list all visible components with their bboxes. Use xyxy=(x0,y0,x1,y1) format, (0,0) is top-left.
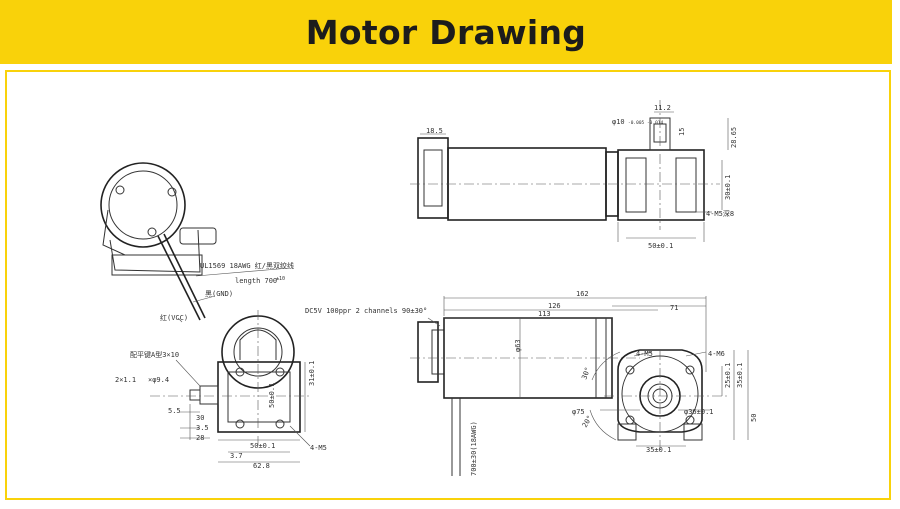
page-title: Motor Drawing xyxy=(305,12,587,52)
main-body: 126 xyxy=(548,302,561,310)
side-5-5: 5.5 xyxy=(168,407,181,415)
top-height: 28.65 xyxy=(730,127,738,148)
front-h1: 25±0.1 xyxy=(724,363,732,388)
wire-spec-label: UL1569 18AWG 红/黑双绞线 xyxy=(200,261,294,270)
side-3-7: 3.7 xyxy=(230,452,243,460)
top-shaft-dia: φ10 xyxy=(612,118,625,126)
end-view-wired xyxy=(100,162,291,323)
top-left-width: 18.5 xyxy=(426,127,443,135)
top-key: 15 xyxy=(678,128,686,136)
front-hub: φ36±0.1 xyxy=(684,408,714,416)
top-gear-height: 30±0.1 xyxy=(724,175,732,200)
side-3-5: 3.5 xyxy=(196,424,209,432)
motor-top-view xyxy=(410,100,729,242)
encoder-spec-label: DC5V 100ppr 2 channels 90±30° xyxy=(305,307,427,315)
main-gear: 71 xyxy=(670,304,678,312)
top-shaft-width: 11.2 xyxy=(654,104,671,112)
side-w62: 62.8 xyxy=(253,462,270,470)
key-dim-label: 2×1.1 xyxy=(115,376,136,384)
title-banner: Motor Drawing xyxy=(0,0,892,64)
front-pcd: φ75 xyxy=(572,408,585,416)
wire-black-label: 黑(GND) xyxy=(205,290,233,298)
front-m5: 4-M5 xyxy=(636,350,653,358)
side-30: 30 xyxy=(196,414,204,422)
top-shaft-tol: -0.005 -0.014 xyxy=(628,120,664,126)
side-h2: 31±0.1 xyxy=(308,361,316,386)
motor-front-view xyxy=(589,349,749,450)
side-28: 28 xyxy=(196,434,204,442)
side-m5: 4-M5 xyxy=(310,444,327,452)
side-w50: 50±0.1 xyxy=(250,442,275,450)
top-gear-width: 50±0.1 xyxy=(648,242,673,250)
front-m6: 4-M6 xyxy=(708,350,725,358)
main-total: 162 xyxy=(576,290,589,298)
wire-length-label: length 700 xyxy=(235,277,277,285)
cable-spec-label: 700±30(18AWG) xyxy=(470,421,478,476)
top-mount: 4-M5深8 xyxy=(706,209,734,218)
motor-side-view xyxy=(410,296,707,476)
wire-red-label: 红(VCC) xyxy=(160,313,188,322)
wire-length-tol: ±10 xyxy=(276,276,285,282)
gearbox-side-view xyxy=(150,310,311,463)
key-dim2-label: ×φ9.4 xyxy=(148,376,169,384)
main-can: 113 xyxy=(538,310,551,318)
front-h2: 35±0.1 xyxy=(736,363,744,388)
main-dia: φ63 xyxy=(514,339,522,352)
front-angle: 30° xyxy=(580,366,592,381)
key-spec-label: 配平键A型3×10 xyxy=(130,350,179,359)
front-h3: 50 xyxy=(750,414,758,422)
side-height: 50±0.1 xyxy=(268,383,276,408)
front-bottom: 35±0.1 xyxy=(646,446,671,454)
